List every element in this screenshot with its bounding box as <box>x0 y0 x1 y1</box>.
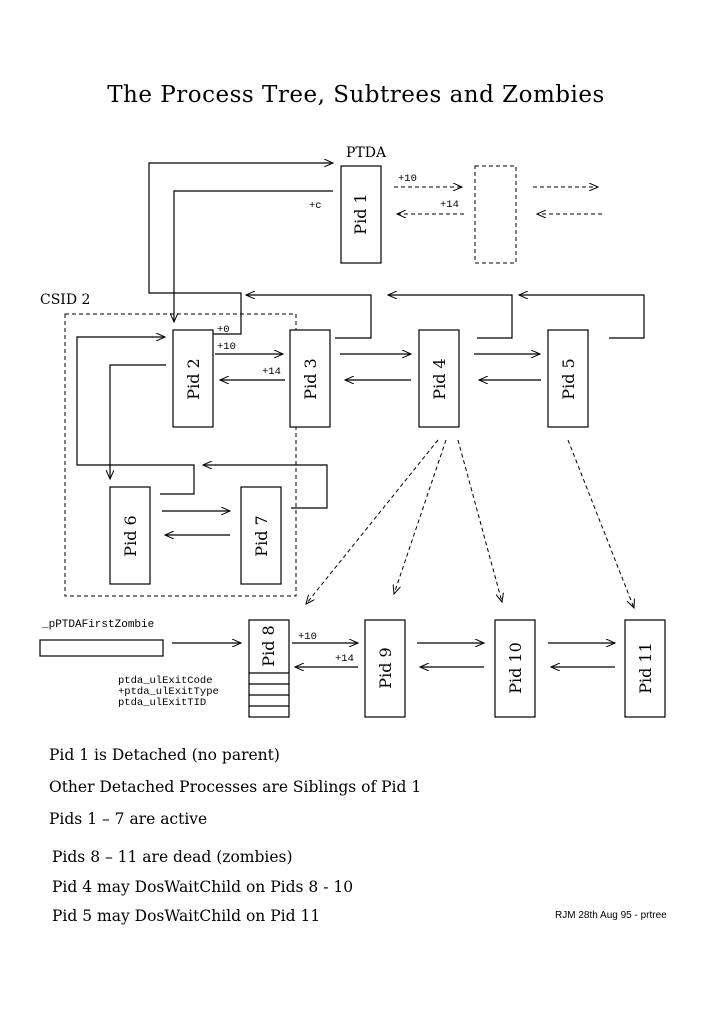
pid-label-2: Pid 2 <box>184 358 203 399</box>
offset-label-14-ptda: +14 <box>440 199 459 211</box>
pid-label-3: Pid 3 <box>301 358 320 399</box>
pid-label-7: Pid 7 <box>252 515 271 556</box>
pid2-parent-arrow <box>148 163 333 335</box>
note-6: Pid 5 may DosWaitChild on Pid 11 <box>52 907 320 925</box>
pid5-parent-arrow <box>519 295 645 339</box>
pid-box-7: Pid 7 <box>240 486 282 585</box>
pid-box-3: Pid 3 <box>289 329 331 428</box>
pid3-parent-arrow <box>246 295 372 339</box>
ptda-label: PTDA <box>346 145 387 161</box>
first-zombie-pointer-box <box>39 639 164 657</box>
offset-label-10-zombie: +10 <box>298 631 317 643</box>
pid-label-4: Pid 4 <box>430 358 449 399</box>
pid-label-11: Pid 11 <box>636 642 655 694</box>
page-title: The Process Tree, Subtrees and Zombies <box>107 82 605 108</box>
first-zombie-label: _pPTDAFirstZombie <box>41 619 154 631</box>
pid-box-2: Pid 2 <box>172 329 214 428</box>
pid5-wait-pid11-arrow <box>567 439 634 608</box>
pid-box-5: Pid 5 <box>547 329 589 428</box>
pid4-wait-pid9-arrow <box>394 439 447 594</box>
offset-label-10-ptda: +10 <box>398 173 417 185</box>
note-3: Pids 1 – 7 are active <box>49 810 207 828</box>
note-4: Pids 8 – 11 are dead (zombies) <box>52 848 293 866</box>
csid-label: CSID 2 <box>40 292 90 308</box>
pid-box-9: Pid 9 <box>364 619 406 718</box>
signature: RJM 28th Aug 95 - prtree <box>555 910 667 921</box>
pid-box-10: Pid 10 <box>494 619 536 718</box>
csid-region <box>64 313 297 597</box>
note-1: Pid 1 is Detached (no parent) <box>49 746 280 764</box>
pid4-wait-pid8-arrow <box>306 439 439 604</box>
pid-box-11: Pid 11 <box>624 619 666 718</box>
pid-label-6: Pid 6 <box>121 515 140 556</box>
sibling-placeholder-box <box>474 165 517 264</box>
pid6-parent-arrow <box>76 337 195 495</box>
pid-label-8: Pid 8 <box>259 625 278 666</box>
pid-box-6: Pid 6 <box>109 486 151 585</box>
offset-label-14-pid2: +14 <box>262 366 281 378</box>
pid-label-9: Pid 9 <box>376 647 395 688</box>
pid-box-8: Pid 8 <box>248 619 290 718</box>
pid2-child-arrow <box>110 364 166 479</box>
pid4-parent-arrow <box>388 295 513 339</box>
pid7-parent-arrow <box>203 465 328 509</box>
exit-type-label: +ptda_ulExitType <box>118 686 219 698</box>
pid-box-1: Pid 1 <box>340 165 382 264</box>
offset-label-c: +c <box>309 200 322 212</box>
offset-label-14-zombie: +14 <box>335 653 354 665</box>
exit-tid-label: ptda_ulExitTID <box>118 697 206 709</box>
pid-label-10: Pid 10 <box>506 642 525 694</box>
pid-box-4: Pid 4 <box>418 329 460 428</box>
offset-label-10-pid2: +10 <box>217 341 236 353</box>
note-5: Pid 4 may DosWaitChild on Pids 8 - 10 <box>52 878 353 896</box>
pid-label-1: Pid 1 <box>351 193 370 234</box>
pid1-child-arrow <box>174 190 333 322</box>
note-2: Other Detached Processes are Siblings of… <box>49 778 421 796</box>
exit-code-label: ptda_ulExitCode <box>118 675 213 687</box>
offset-label-0: +0 <box>217 324 230 336</box>
pid-label-5: Pid 5 <box>559 358 578 399</box>
pid4-wait-pid10-arrow <box>457 439 502 602</box>
